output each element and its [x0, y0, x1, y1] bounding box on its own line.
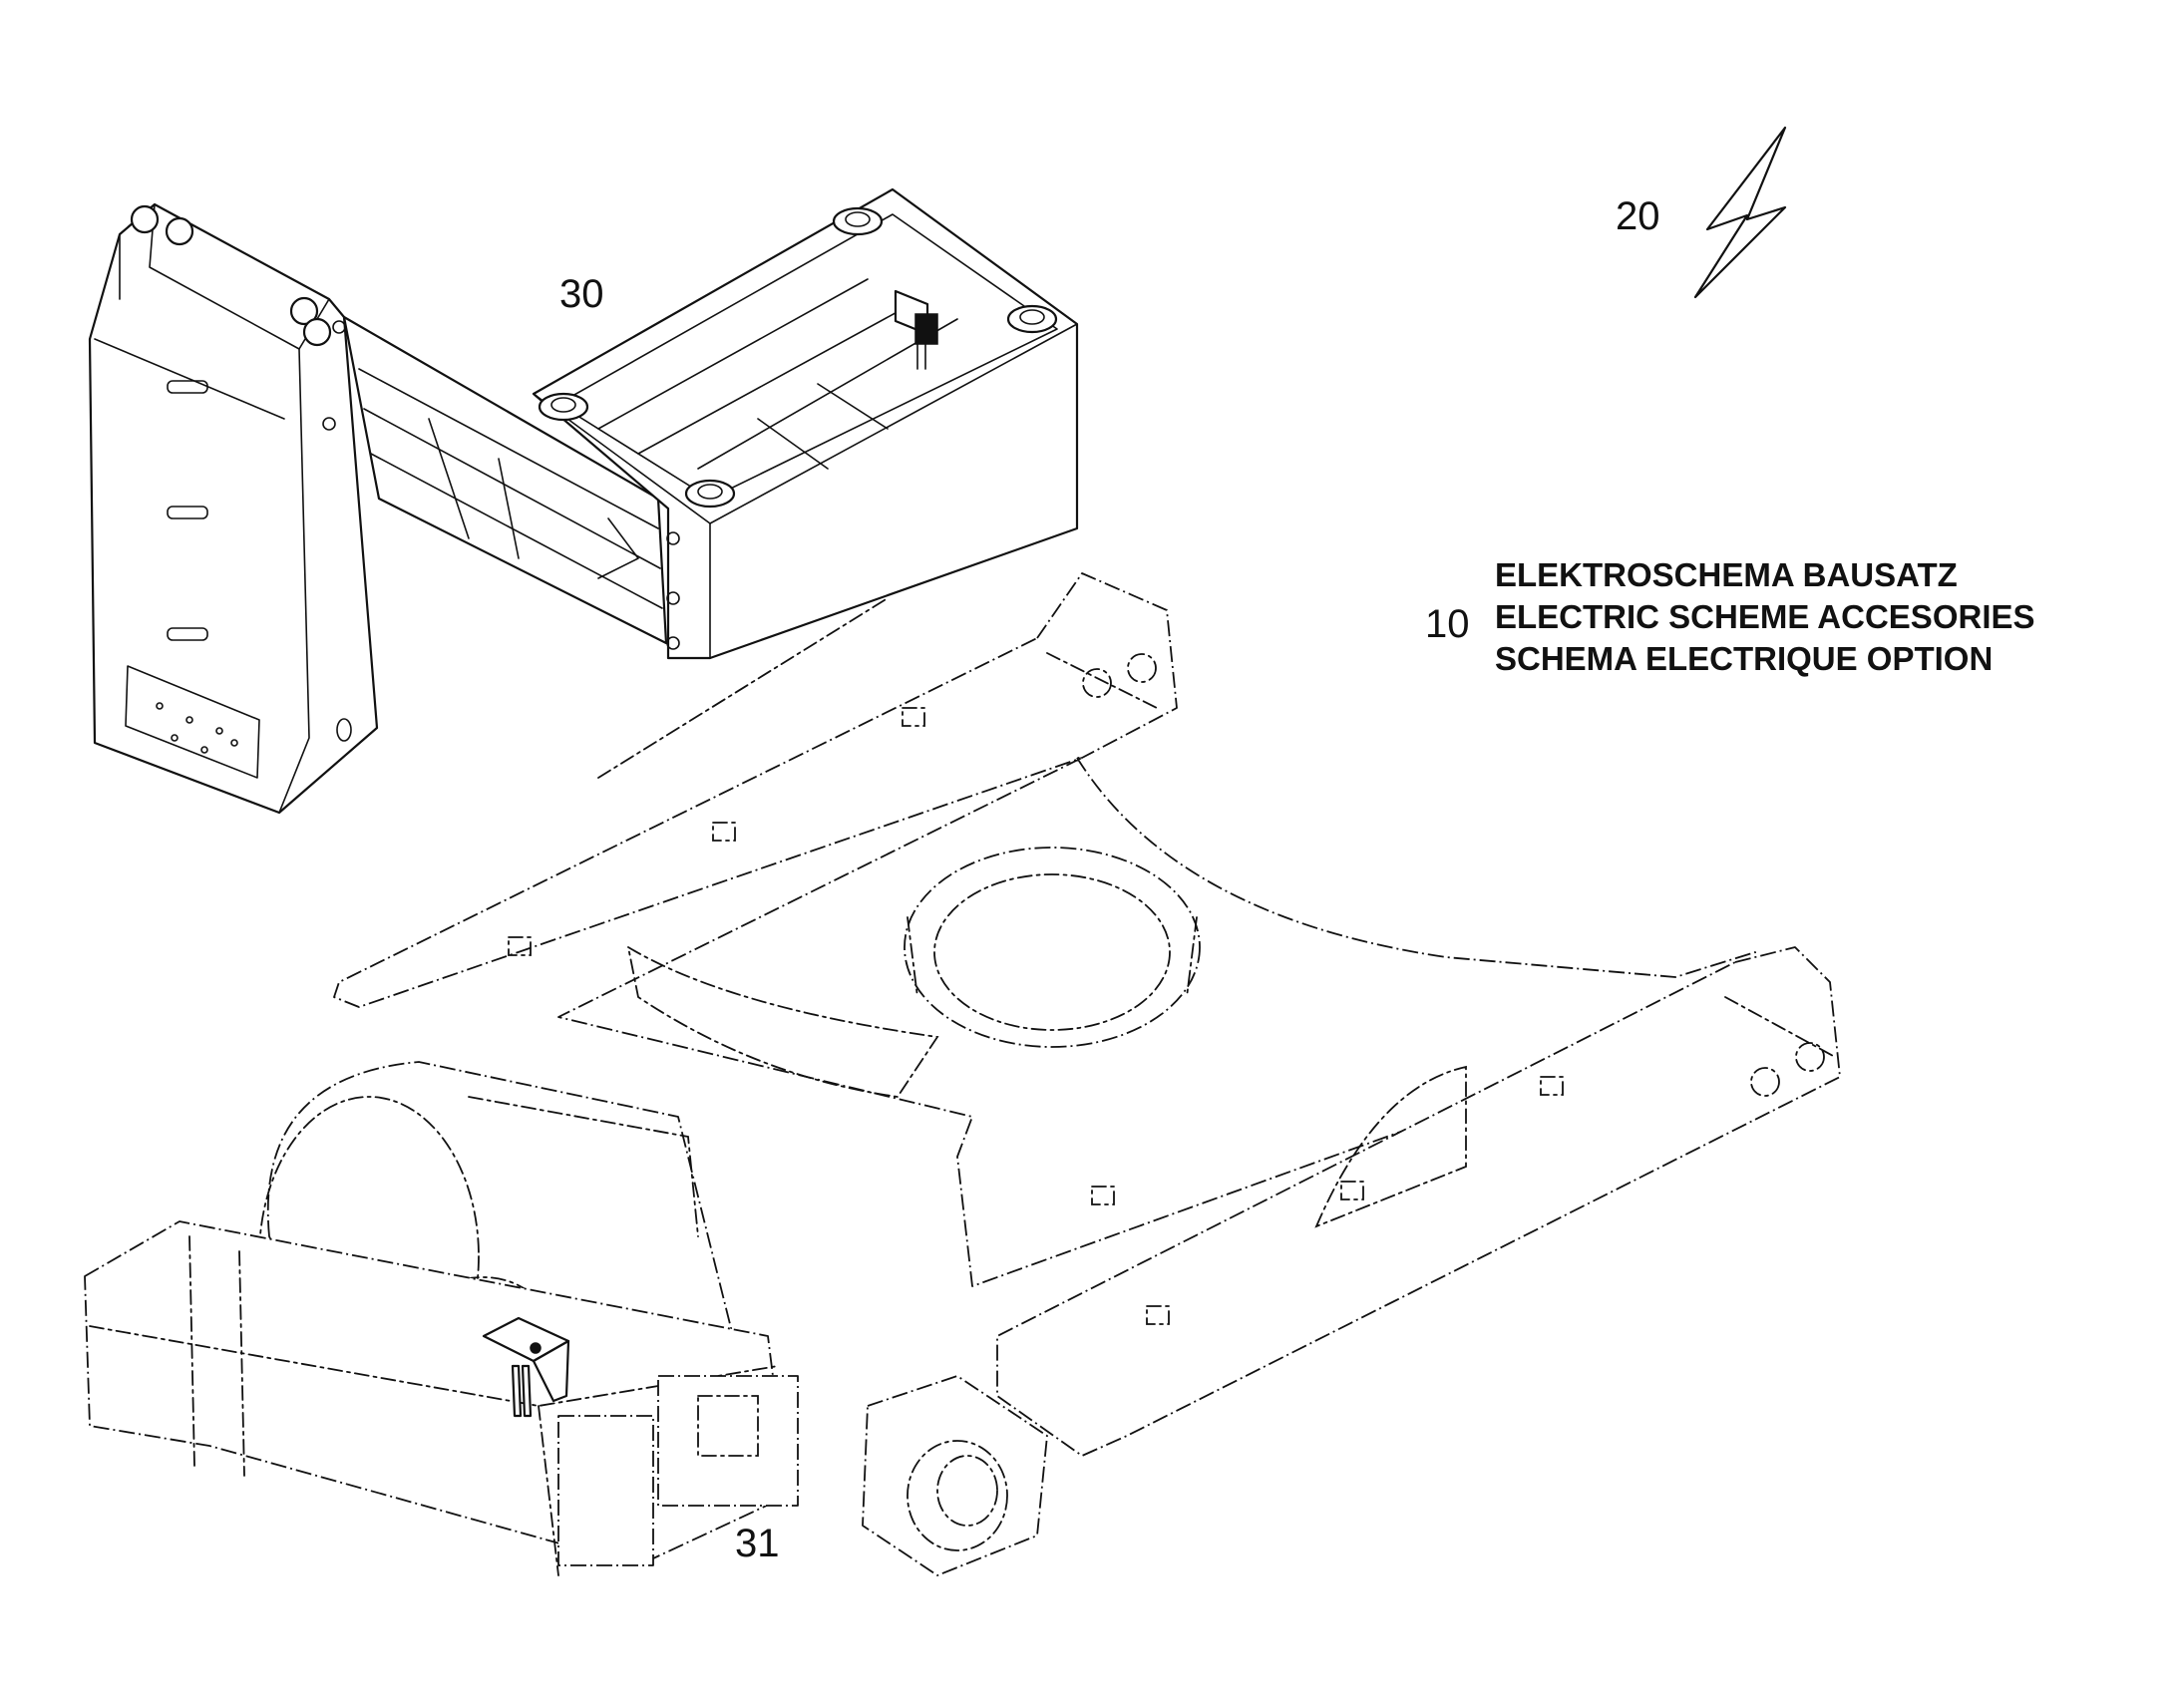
title-lines: ELEKTROSCHEMA BAUSATZ ELECTRIC SCHEME AC… [1495, 554, 2035, 680]
front-frame [84, 1220, 799, 1576]
mounting-lugs [508, 707, 1564, 1325]
center-plate [557, 757, 1761, 1287]
diagonal-arm [342, 315, 668, 645]
corner-bosses [538, 206, 1058, 509]
idler-boss [862, 1375, 1048, 1576]
callout-31: 31 [735, 1522, 780, 1565]
callout-20: 20 [1616, 194, 1660, 238]
box-tub [532, 187, 1079, 660]
sensor-bracket-30 [894, 289, 938, 370]
lower-beam [996, 946, 1841, 1457]
undercarriage-31 [84, 572, 1841, 1576]
title-line-de: ELEKTROSCHEMA BAUSATZ [1495, 556, 1958, 593]
title-line-fr: SCHEMA ELECTRIQUE OPTION [1495, 640, 1994, 677]
sensor-bracket-31 [482, 1316, 570, 1418]
frame-assembly-30 [88, 187, 1079, 815]
plate-holes [156, 702, 238, 754]
callout-30: 30 [559, 272, 604, 316]
side-plate [88, 202, 379, 815]
lightning-bolt-icon [1693, 126, 1787, 299]
swing-ring [904, 847, 1201, 1048]
title-line-en: ELECTRIC SCHEME ACCESORIES [1495, 598, 2035, 635]
title-item-number: 10 [1425, 602, 1470, 646]
end-lugs [1082, 653, 1825, 1097]
